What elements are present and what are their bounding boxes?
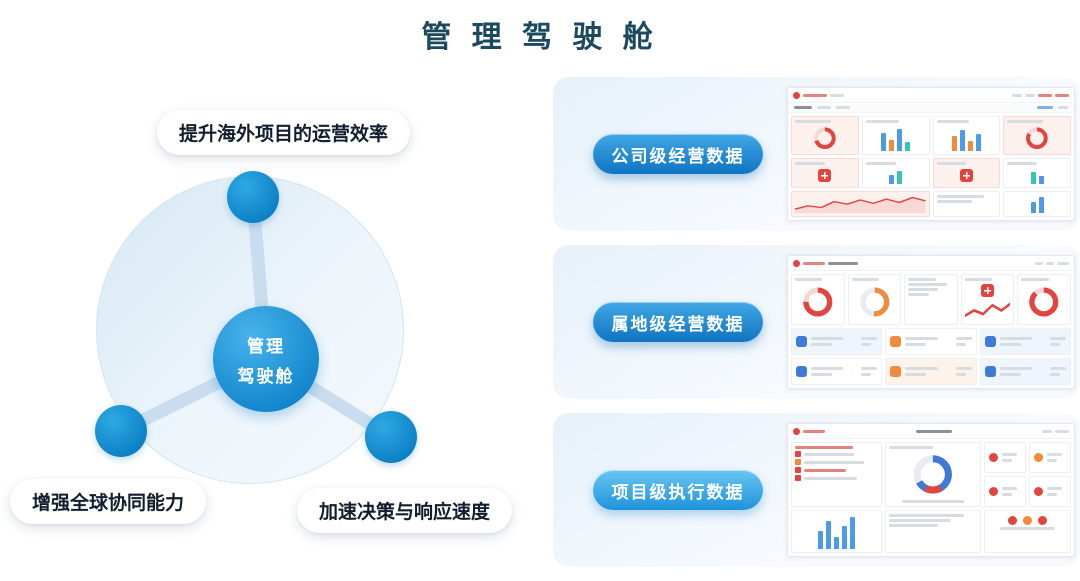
trend-widget — [960, 274, 1015, 325]
document-icon — [890, 366, 902, 377]
stat-card — [1029, 475, 1071, 507]
stat-card-grid — [984, 442, 1071, 507]
alert-icon — [795, 451, 801, 457]
dashboard-header — [788, 88, 1074, 103]
seal-icon — [981, 284, 995, 297]
status-icon — [989, 452, 999, 462]
list-item — [885, 358, 977, 385]
hub-center-circle: 管理 驾驶舱 — [213, 306, 319, 412]
list-item — [979, 328, 1071, 355]
kpi-row — [788, 271, 1074, 325]
summary-list — [788, 325, 1074, 388]
document-icon — [984, 366, 996, 377]
bar-chart-widget — [1003, 190, 1071, 217]
donut-widget — [791, 274, 845, 325]
list-item — [885, 328, 977, 355]
donut-chart-icon — [814, 127, 836, 150]
company-logo-icon — [793, 259, 800, 267]
callout-operations-efficiency: 提升海外项目的运营效率 — [157, 110, 411, 155]
hub-center-label-line2: 驾驶舱 — [237, 366, 295, 386]
bar-chart-widget — [1003, 158, 1071, 188]
bar-chart-icon — [937, 125, 997, 152]
donut-widget — [791, 116, 859, 156]
donut-chart-icon — [1029, 287, 1059, 317]
document-icon — [796, 336, 807, 347]
dashboard-nav — [788, 103, 1074, 113]
stat-card — [1029, 442, 1071, 473]
icon-row-widget — [984, 509, 1071, 553]
bar-chart-icon — [866, 125, 926, 152]
panel-project-level: 项目级执行数据 — [553, 413, 1080, 567]
seal-icon — [959, 169, 973, 183]
text-widget — [885, 509, 982, 553]
company-level-data-button[interactable]: 公司级经营数据 — [593, 134, 763, 174]
status-icon — [1038, 515, 1047, 525]
alert-icon — [795, 475, 801, 481]
issue-list-widget — [791, 442, 883, 507]
seal-widget — [932, 158, 1001, 188]
panel-company-level: 公司级经营数据 — [553, 77, 1080, 231]
alert-icon — [795, 467, 801, 473]
status-icon — [1008, 515, 1017, 525]
bar-chart-widget — [791, 509, 883, 553]
status-icon — [1034, 452, 1043, 462]
bar-chart-icon — [795, 514, 878, 549]
dashboard-header — [788, 424, 1074, 439]
donut-chart-icon — [1026, 127, 1048, 150]
territory-level-data-button[interactable]: 属地级经营数据 — [593, 302, 763, 342]
company-dashboard-thumbnail — [787, 87, 1075, 221]
status-icon — [1034, 486, 1043, 496]
donut-widget — [1017, 274, 1071, 325]
bar-chart-icon — [866, 167, 926, 184]
donut-widget — [1003, 116, 1071, 156]
status-icon — [989, 486, 999, 496]
seal-icon — [818, 169, 832, 183]
alert-icon — [795, 459, 801, 465]
hub-node-top — [227, 171, 279, 223]
bar-chart-widget — [861, 116, 930, 156]
level-panels: 公司级经营数据 — [553, 77, 1080, 567]
callout-decision-speed: 加速决策与响应速度 — [297, 488, 513, 533]
hub-center-label-line1: 管理 — [247, 336, 285, 356]
callout-global-collaboration: 增强全球协同能力 — [10, 479, 207, 524]
seal-widget — [791, 158, 859, 188]
donut-widget — [847, 274, 902, 325]
stat-card — [984, 475, 1026, 507]
panel-territory-level: 属地级经营数据 — [553, 245, 1080, 399]
document-icon — [796, 366, 807, 377]
line-chart-icon — [964, 302, 1011, 318]
status-icon — [1023, 515, 1032, 525]
list-item — [791, 358, 883, 385]
company-logo-icon — [793, 427, 800, 435]
gauge-widget — [885, 442, 982, 507]
bar-chart-widget — [932, 116, 1001, 156]
project-dashboard-thumbnail — [787, 423, 1075, 557]
bar-chart-widget — [861, 158, 930, 188]
list-item — [791, 328, 883, 355]
hub-node-bottom-right — [365, 411, 417, 463]
page-title: 管 理 驾 驶 舱 — [421, 21, 659, 54]
donut-chart-icon — [859, 287, 889, 317]
bar-chart-icon — [1007, 195, 1067, 213]
dashboard-header — [788, 256, 1074, 271]
text-widget — [904, 274, 958, 325]
bar-chart-icon — [1007, 167, 1067, 184]
list-item — [979, 358, 1071, 385]
trend-widget — [791, 190, 930, 217]
stat-card — [984, 442, 1026, 473]
line-chart-icon — [795, 196, 926, 213]
hub-node-bottom-left — [95, 405, 147, 457]
territory-dashboard-thumbnail — [787, 255, 1075, 389]
document-icon — [984, 336, 996, 347]
text-widget — [932, 190, 1001, 217]
dashboard-widgets — [788, 113, 1074, 220]
project-level-data-button[interactable]: 项目级执行数据 — [593, 470, 763, 510]
dashboard-widgets — [788, 439, 1074, 556]
donut-chart-icon — [803, 287, 833, 317]
company-logo-icon — [793, 91, 800, 99]
gauge-chart-icon — [914, 455, 953, 494]
document-icon — [890, 336, 902, 347]
